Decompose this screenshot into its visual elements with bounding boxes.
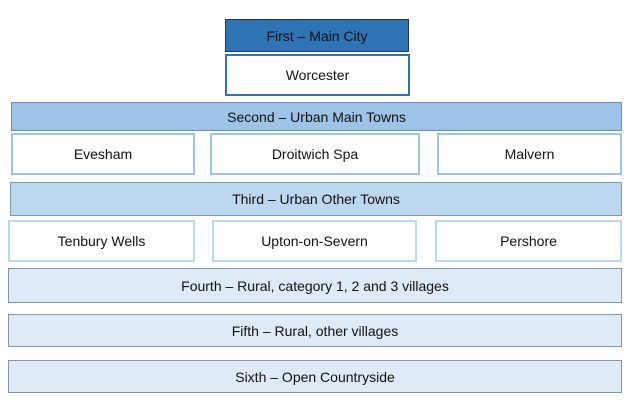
tier-sixth: Sixth – Open Countryside [8, 360, 622, 393]
tier-third-header: Third – Urban Other Towns [10, 182, 622, 216]
place-malvern: Malvern [437, 133, 622, 175]
tier-first-header: First – Main City [225, 19, 409, 52]
place-evesham: Evesham [11, 133, 195, 175]
place-tenbury-wells: Tenbury Wells [8, 220, 195, 262]
place-droitwich-spa: Droitwich Spa [210, 133, 420, 175]
place-worcester: Worcester [225, 54, 410, 96]
place-upton-on-severn: Upton-on-Severn [212, 220, 417, 262]
place-pershore: Pershore [435, 220, 622, 262]
tier-fifth: Fifth – Rural, other villages [8, 314, 622, 347]
tier-second-header: Second – Urban Main Towns [11, 102, 622, 131]
tier-fourth: Fourth – Rural, category 1, 2 and 3 vill… [8, 268, 622, 303]
